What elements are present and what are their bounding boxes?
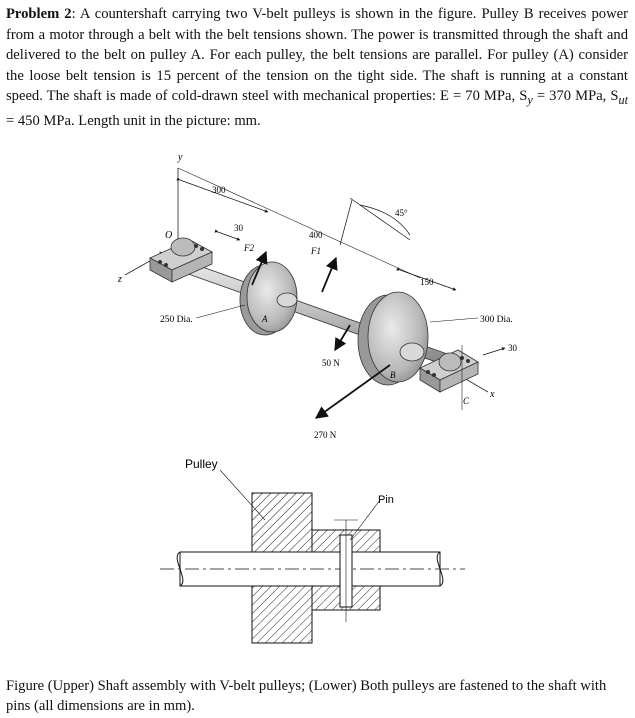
dim-30-right-line [482, 347, 506, 356]
dim-150-label: 150 [420, 277, 434, 287]
sy-subscript: y [527, 93, 533, 108]
axis-y-label: y [177, 152, 183, 163]
angle-45-arc [359, 204, 411, 236]
axis-x-label: x [489, 389, 495, 400]
force-270-label: 270 N [314, 430, 337, 440]
force-f1-arrow [321, 256, 338, 293]
dim-30-right-label: 30 [508, 343, 518, 353]
problem-statement: Problem 2: A countershaft carrying two V… [6, 4, 628, 131]
sut-subscript: ut [618, 93, 628, 108]
force-f2-label: F2 [243, 243, 254, 253]
force-270-arrow [314, 364, 391, 419]
pulley-a [239, 261, 298, 336]
bearing-c [419, 349, 479, 393]
problem-label: Problem 2 [6, 6, 72, 22]
force-50-label: 50 N [322, 358, 340, 368]
dim-150-line [396, 267, 457, 291]
dim-30-left-label: 30 [234, 223, 244, 233]
point-o-label: O [165, 230, 172, 241]
pinned-pulley-section [160, 469, 465, 644]
point-c-label: C [463, 396, 470, 406]
dim-30-left-line [214, 229, 241, 241]
force-50-arrow [334, 324, 351, 352]
dim-45-label: 45° [395, 208, 408, 218]
sy-value: = 370 MPa, S [532, 88, 619, 105]
bearing-o [149, 237, 213, 283]
pin-label: Pin [378, 494, 394, 506]
pulley-b-diameter-label: 300 Dia. [480, 315, 513, 325]
figure-caption: Figure (Upper) Shaft assembly with V-bel… [6, 678, 607, 714]
point-b-label: B [390, 370, 396, 380]
force-f1-label: F1 [310, 246, 321, 256]
point-a-label: A [261, 314, 268, 324]
sut-value: = 450 MPa. Length unit in the picture: m… [6, 112, 261, 129]
problem-text: : A countershaft carrying two V-belt pul… [6, 6, 628, 105]
force-f2-arrow [251, 250, 268, 286]
dim-300-line [176, 177, 269, 213]
axis-z-label: z [117, 274, 122, 285]
dim-300-label: 300 [212, 185, 226, 195]
pulley-b [357, 291, 429, 386]
pulley-a-diameter-label: 250 Dia. [160, 315, 193, 325]
dim-400-label: 400 [309, 230, 323, 240]
pulley-label: Pulley [185, 457, 218, 471]
